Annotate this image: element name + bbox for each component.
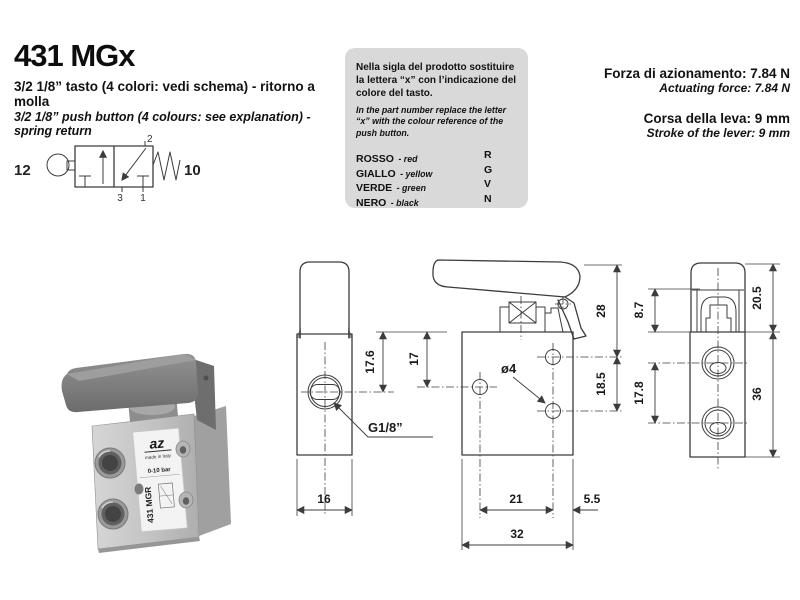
color-code: N xyxy=(484,192,492,205)
color-row-green: VERDE - green V xyxy=(356,178,518,195)
header: 431 MGx 3/2 1/8” tasto (4 colori: vedi s… xyxy=(14,38,344,138)
drawing-front-view: ø4 28 18.5 21 5.5 32 xyxy=(432,259,622,550)
color-translation: - green xyxy=(396,183,426,194)
color-name: NERO xyxy=(356,196,387,209)
dim-36: 36 xyxy=(750,387,764,401)
color-name: GIALLO xyxy=(356,167,396,180)
lever xyxy=(61,353,198,413)
color-name: VERDE xyxy=(356,182,393,195)
color-translation: - red xyxy=(398,154,418,165)
specs-block: Forza di azionamento: 7.84 N Actuating f… xyxy=(604,66,790,156)
lever-stroke-italian: Corsa della leva: 9 mm xyxy=(643,111,790,126)
subtitle-english: 3/2 1/8” push button (4 colours: see exp… xyxy=(14,109,311,138)
valve-body-side-face xyxy=(194,406,231,536)
page-title: 431 MGx xyxy=(14,38,136,73)
dim-21: 21 xyxy=(509,492,523,506)
dim-28: 28 xyxy=(594,304,608,318)
label-pressure: 0-10 bar xyxy=(147,467,171,475)
subtitle-italian: 3/2 1/8” tasto (4 colori: vedi schema) -… xyxy=(14,78,315,109)
color-row-red: ROSSO - red R xyxy=(356,149,518,166)
mount-hole-bottom xyxy=(178,491,194,509)
color-code: R xyxy=(484,149,492,162)
dim-17-6: 17.6 xyxy=(363,350,377,374)
push-button-symbol xyxy=(46,153,70,177)
color-translation: - yellow xyxy=(400,168,433,179)
color-name: ROSSO xyxy=(356,153,394,166)
center-hole xyxy=(134,483,144,495)
lever-top-face xyxy=(67,354,196,381)
valve-body-bottom-edge xyxy=(98,537,200,553)
product-label: az made in Italy 0-10 bar 431 MGR xyxy=(132,427,188,533)
color-row-black: NERO - black N xyxy=(356,192,518,209)
dim-32: 32 xyxy=(510,527,524,541)
dim-18-5: 18.5 xyxy=(594,372,608,396)
dim-20-5: 20.5 xyxy=(750,286,764,310)
lever-stroke-english: Stroke of the lever: 9 mm xyxy=(646,126,790,140)
symbol-port-1-label: 1 xyxy=(140,193,146,203)
dim-5-5: 5.5 xyxy=(584,492,601,506)
color-code: V xyxy=(484,178,492,191)
symbol-port-3-label: 3 xyxy=(117,193,123,203)
brand-logo: az xyxy=(149,435,165,452)
mount-hole-top xyxy=(175,440,191,458)
drawing-side-view: G1/8” 16 17.6 17 xyxy=(296,261,497,516)
dim-width-16: 16 xyxy=(317,492,331,506)
color-translation: - black xyxy=(390,197,419,208)
actuating-force-english: Actuating force: 7.84 N xyxy=(659,81,790,95)
spring-symbol xyxy=(152,151,181,181)
dimension-drawings: G1/8” 16 17.6 17 xyxy=(296,259,780,550)
drawing-rear-view: 8.7 17.8 20.5 36 xyxy=(632,262,780,470)
dim-8-7: 8.7 xyxy=(632,301,646,318)
symbol-port-12-label: 12 xyxy=(14,162,31,179)
color-code: G xyxy=(484,163,493,176)
threaded-port-top xyxy=(94,447,126,479)
color-row-yellow: GIALLO - yellow G xyxy=(356,163,518,180)
color-code-info-box: Nella sigla del prodotto sostituire la l… xyxy=(345,48,528,209)
threaded-port-bottom xyxy=(97,498,129,530)
pneumatic-symbol: 12 2 3 1 10 xyxy=(14,134,201,203)
dim-17-8: 17.8 xyxy=(632,381,646,405)
info-text-italian: Nella sigla del prodotto sostituire la l… xyxy=(356,62,517,100)
actuating-force-italian: Forza di azionamento: 7.84 N xyxy=(603,66,790,81)
symbol-port-10-label: 10 xyxy=(184,162,201,179)
color-table: ROSSO - red R GIALLO - yellow G VERDE - … xyxy=(356,149,518,209)
dim-hole-dia: ø4 xyxy=(501,361,517,376)
symbol-port-2-label: 2 xyxy=(147,134,153,145)
label-model: 431 MGR xyxy=(143,486,156,523)
lever-pin xyxy=(203,375,209,381)
product-photo: az made in Italy 0-10 bar 431 MGR xyxy=(61,353,231,553)
dim-17: 17 xyxy=(407,352,421,366)
info-text-english: In the part number replace the letter “x… xyxy=(356,104,507,139)
label-origin: made in Italy xyxy=(145,453,172,460)
dim-port-thread: G1/8” xyxy=(368,420,403,435)
